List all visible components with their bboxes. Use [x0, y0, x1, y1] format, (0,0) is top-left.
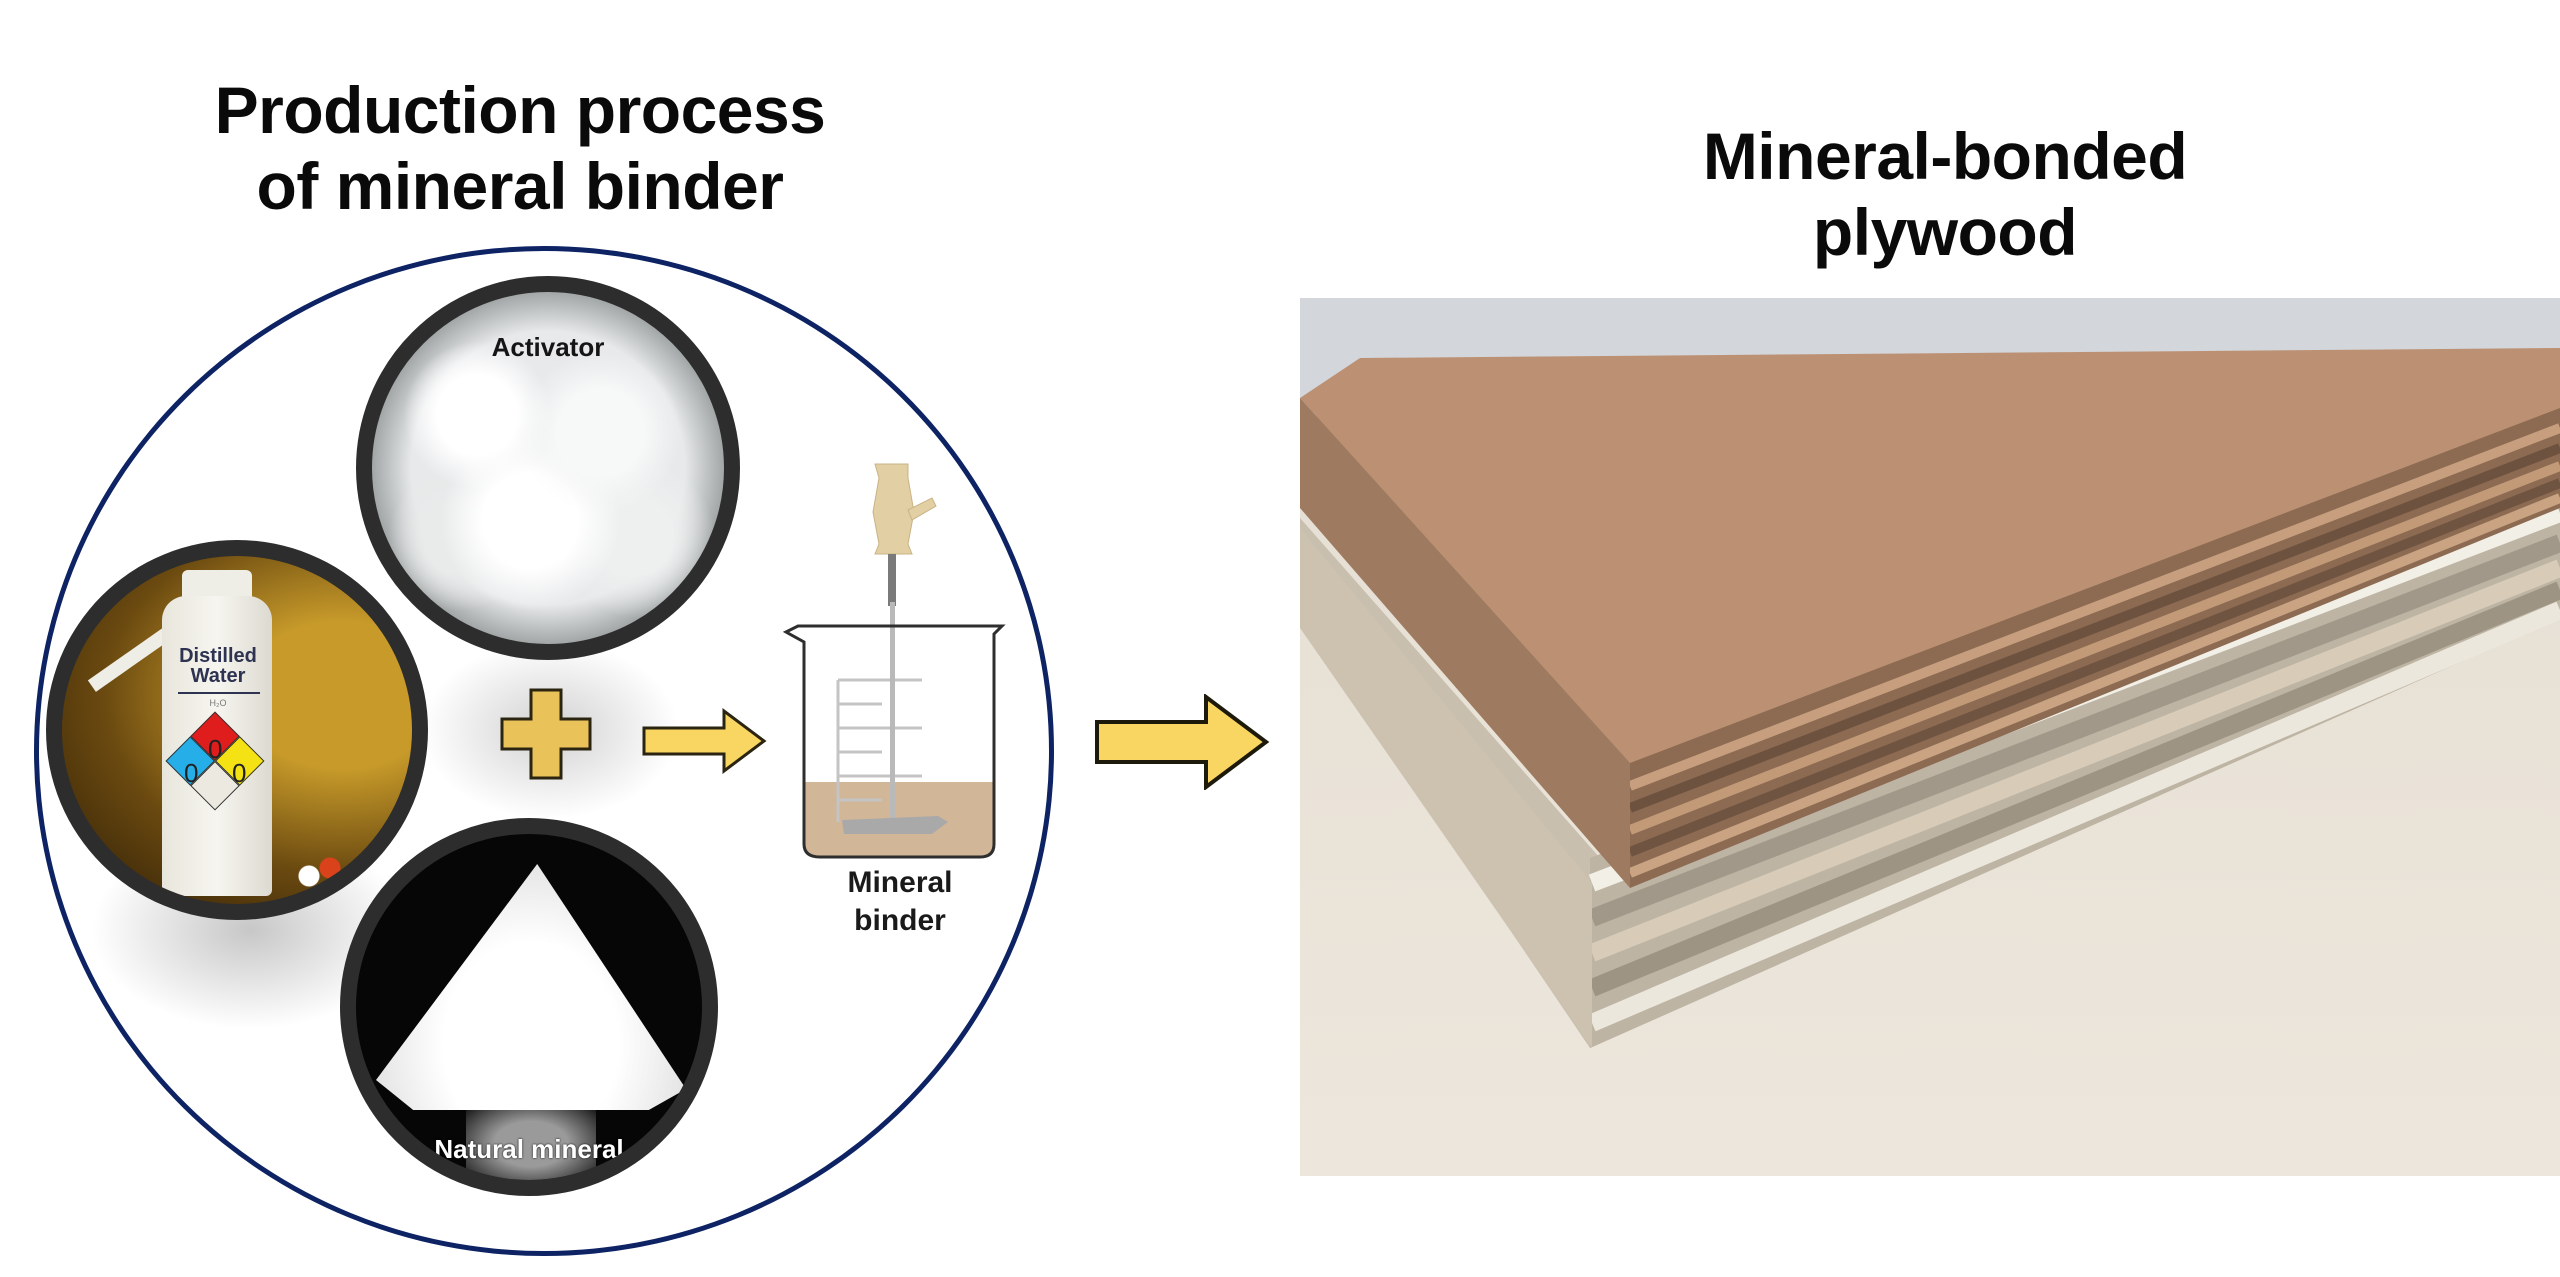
- left-title-line-1: Production process: [214, 73, 826, 147]
- beaker-stirrer-icon: [782, 463, 1006, 859]
- left-title: Production process of mineral binder: [140, 72, 900, 224]
- mineral-bonded-plywood-photo: [1300, 298, 2560, 1176]
- nfpa-flammability-value: 0: [208, 734, 223, 764]
- bottle-label: Distilled Water: [170, 646, 266, 686]
- right-title: Mineral-bonded plywood: [1600, 118, 2290, 270]
- mineral-binder-label: Mineral binder: [805, 864, 995, 940]
- process-circle: [34, 246, 1054, 1256]
- mineral-binder-label-line-1: Mineral: [847, 866, 953, 899]
- mineral-binder-label-line-2: binder: [854, 904, 946, 937]
- nfpa-instability-value: 0: [232, 758, 247, 788]
- left-title-line-2: of mineral binder: [256, 149, 784, 223]
- molecule-model-icon: [297, 852, 357, 892]
- arrow-right-icon: [1095, 694, 1270, 790]
- distilled-water-photo: Distilled Water H₂O 0 0 0: [46, 540, 428, 920]
- nfpa-health-value: 0: [184, 758, 199, 788]
- natural-mineral-photo: Natural mineral: [340, 818, 718, 1196]
- bottle-label-divider: [178, 692, 260, 694]
- activator-label: Activator: [491, 332, 605, 362]
- plywood-stack-illustration: [1300, 348, 2560, 1048]
- activator-photo: Activator: [356, 276, 740, 660]
- right-title-line-2: plywood: [1812, 195, 2078, 269]
- bottle-label-line-2: Water: [190, 665, 246, 687]
- bottle-label-line-1: Distilled: [179, 645, 257, 667]
- natural-mineral-label: Natural mineral: [434, 1134, 624, 1164]
- powder-base: [466, 1104, 596, 1180]
- plus-icon: [500, 688, 592, 780]
- right-title-line-1: Mineral-bonded: [1702, 119, 2188, 193]
- chemical-formula: H₂O: [209, 698, 227, 708]
- arrow-right-icon: [642, 708, 767, 774]
